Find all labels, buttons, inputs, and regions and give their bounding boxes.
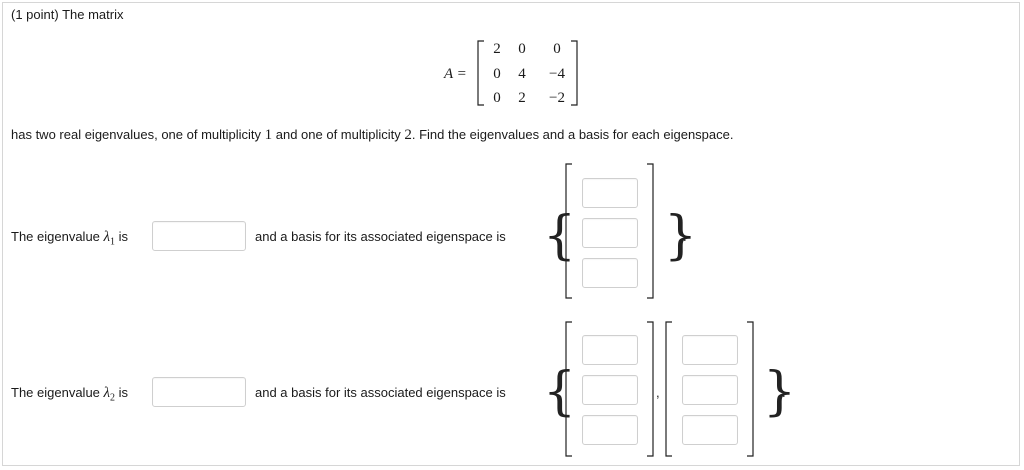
eigenspace-2-vector-2-entry-1[interactable] bbox=[682, 335, 738, 365]
matrix-cell: 2 bbox=[518, 90, 526, 106]
eigenvalue-1-label-suffix: is bbox=[115, 229, 129, 244]
matrix-cell: −2 bbox=[549, 90, 565, 106]
eigenvalue-1-label-prefix: The eigenvalue bbox=[11, 229, 104, 244]
eigenspace-1-vector-entry-2[interactable] bbox=[582, 218, 638, 248]
eigenspace-2-period: . bbox=[782, 385, 786, 400]
eigenspace-1-basis-label: and a basis for its associated eigenspac… bbox=[255, 229, 506, 244]
lambda-subscript: 1 bbox=[110, 236, 116, 248]
matrix-cell: 2 bbox=[493, 41, 501, 57]
eigenspace-2-vector-1-entry-1[interactable] bbox=[582, 335, 638, 365]
eigenspace-1-open-brace: { bbox=[543, 206, 577, 266]
matrix-cell: 0 bbox=[493, 90, 501, 106]
problem-description: has two real eigenvalues, one of multipl… bbox=[11, 127, 733, 143]
eigenvalue-2-label-suffix: is bbox=[115, 385, 129, 400]
vector-2b-left-bracket bbox=[665, 321, 672, 457]
description-suffix: . Find the eigenvalues and a basis for e… bbox=[411, 127, 734, 142]
matrix-cell: 0 bbox=[553, 41, 561, 57]
eigenspace-1-vector-entry-1[interactable] bbox=[582, 178, 638, 208]
eigenspace-2-open-brace: { bbox=[543, 362, 577, 422]
eigenspace-2-vector-2-entry-2[interactable] bbox=[682, 375, 738, 405]
eigenspace-2-vector-1-entry-3[interactable] bbox=[582, 415, 638, 445]
eigenspace-2-vector-1-entry-2[interactable] bbox=[582, 375, 638, 405]
problem-header: (1 point) The matrix bbox=[11, 7, 124, 22]
vector-2a-right-bracket bbox=[647, 321, 654, 457]
matrix-cell: 0 bbox=[493, 66, 501, 82]
matrix-cell: 0 bbox=[518, 41, 526, 57]
matrix-lhs-text: A = bbox=[444, 66, 467, 82]
eigenspace-1-close-brace: } bbox=[664, 206, 698, 266]
matrix-cell: 4 bbox=[518, 66, 526, 82]
vector-2a-left-bracket bbox=[565, 321, 572, 457]
vector-1-right-bracket bbox=[647, 163, 654, 299]
lambda-symbol: λ bbox=[103, 385, 111, 401]
multiplicity-two: 2 bbox=[404, 127, 412, 143]
description-prefix: has two real eigenvalues, one of multipl… bbox=[11, 127, 265, 142]
eigenvalue-2-label-prefix: The eigenvalue bbox=[11, 385, 104, 400]
description-middle: and one of multiplicity bbox=[272, 127, 405, 142]
vector-separator: , bbox=[656, 385, 660, 400]
eigenspace-1-period: . bbox=[683, 229, 687, 244]
lambda-symbol: λ bbox=[103, 229, 111, 245]
eigenvalue-2-input[interactable] bbox=[152, 377, 246, 407]
eigenspace-1-vector-entry-3[interactable] bbox=[582, 258, 638, 288]
eigenspace-2-basis-label: and a basis for its associated eigenspac… bbox=[255, 385, 506, 400]
matrix-cell: −4 bbox=[549, 66, 565, 82]
matrix-right-bracket bbox=[571, 40, 578, 106]
eigenvalue-1-label: The eigenvalue λ1 is bbox=[11, 229, 128, 251]
vector-1-left-bracket bbox=[565, 163, 572, 299]
lambda-subscript: 2 bbox=[110, 392, 116, 404]
eigenvalue-1-input[interactable] bbox=[152, 221, 246, 251]
matrix-left-bracket bbox=[477, 40, 484, 106]
eigenvalue-2-label: The eigenvalue λ2 is bbox=[11, 385, 128, 407]
eigenspace-2-close-brace: } bbox=[763, 362, 797, 422]
matrix-lhs: A = bbox=[444, 65, 467, 83]
multiplicity-one: 1 bbox=[264, 127, 273, 143]
eigenspace-2-vector-2-entry-3[interactable] bbox=[682, 415, 738, 445]
vector-2b-right-bracket bbox=[747, 321, 754, 457]
